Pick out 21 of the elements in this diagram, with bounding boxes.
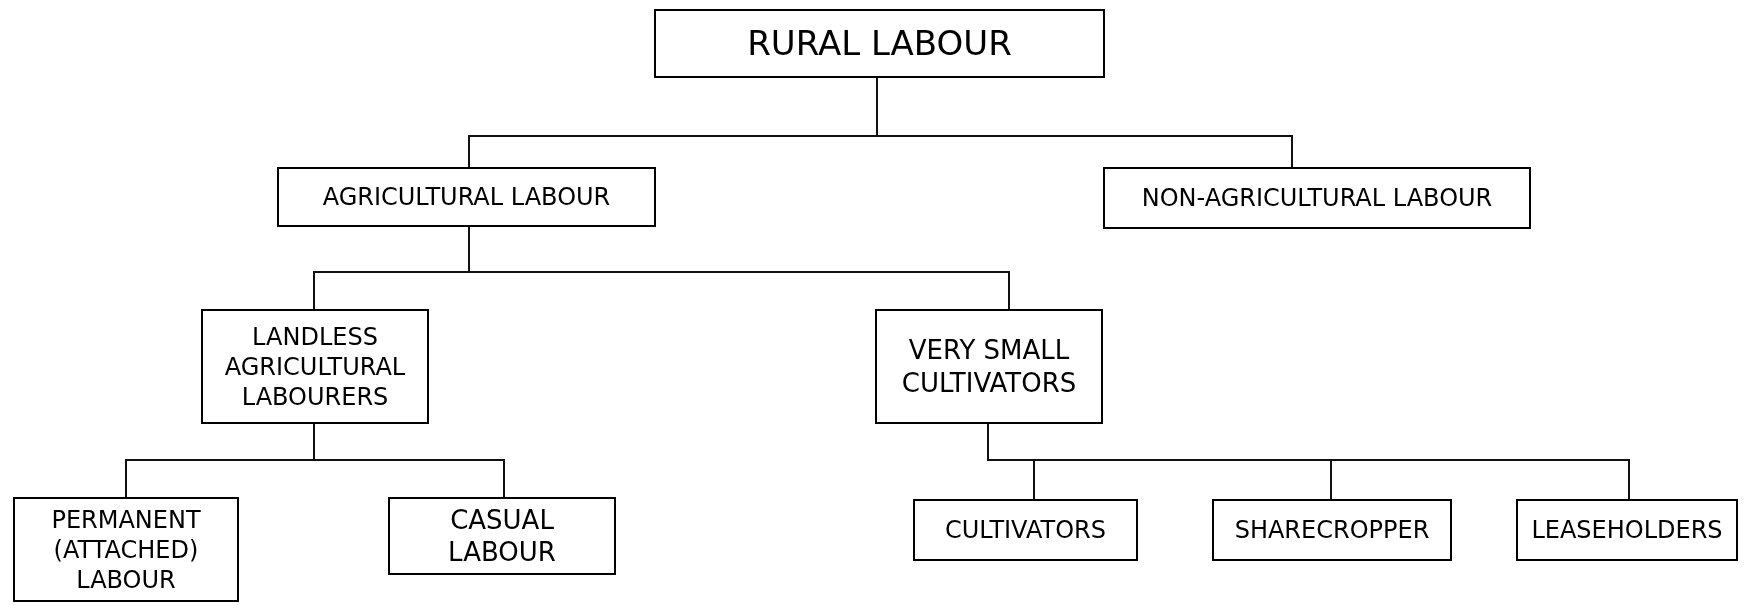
box-label: LANDLESS AGRICULTURAL LABOURERS (223, 321, 407, 412)
category-box (1516, 499, 1738, 561)
box-label: PERMANENT (ATTACHED) LABOUR (50, 504, 202, 595)
category-box (875, 309, 1103, 424)
category-box (1103, 167, 1531, 229)
box-label: CULTIVATORS (945, 515, 1106, 545)
box-label: RURAL LABOUR (747, 22, 1012, 65)
box-label: SHARECROPPER (1234, 515, 1430, 545)
category-box (654, 9, 1105, 78)
category-box (201, 309, 429, 424)
box-label: CASUAL LABOUR (447, 503, 557, 569)
box-label: VERY SMALL CULTIVATORS (900, 334, 1078, 399)
box-label: AGRICULTURAL LABOUR (322, 182, 611, 212)
category-box (13, 497, 239, 602)
box-label: LEASEHOLDERS (1531, 515, 1723, 545)
box-label: NON-AGRICULTURAL LABOUR (1141, 183, 1493, 213)
category-box (388, 497, 616, 575)
category-box (913, 499, 1138, 561)
connector-line (313, 423, 505, 498)
category-box (1212, 499, 1452, 561)
category-box (277, 167, 656, 227)
